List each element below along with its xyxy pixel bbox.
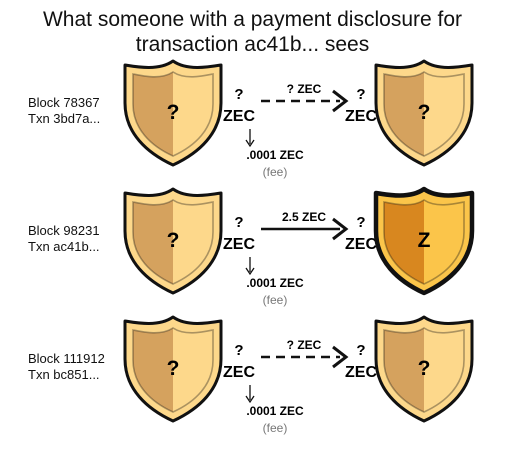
- row-graphic: ?? ZEC 2.5 ZEC? ZEC Z .0001 ZEC (fee): [123, 186, 475, 307]
- row-graphic: ?? ZEC ? ZEC? ZEC? .0001 ZEC (fee): [123, 315, 474, 435]
- dest-amount-unit: ZEC: [345, 236, 377, 253]
- fee-label: (fee): [263, 421, 288, 435]
- shield-inner-border: [383, 71, 465, 157]
- shield-left-half: [384, 72, 424, 156]
- dest-amount-unit: ZEC: [345, 364, 377, 381]
- transfer-amount-label: ? ZEC: [287, 82, 322, 96]
- diagram-title-line-2: transaction ac41b... sees: [135, 33, 370, 56]
- txn-id: Txn 3bd7a...: [28, 111, 101, 126]
- source-amount-unit: ZEC: [223, 236, 255, 253]
- source-amount-unknown: ?: [234, 214, 243, 231]
- shield-symbol: ?: [167, 229, 180, 252]
- txn-id: Txn bc851...: [28, 367, 100, 382]
- row-graphic-group: ?? ZEC 2.5 ZEC? ZEC Z .0001 ZEC (fee): [123, 186, 475, 307]
- dest-amount-unit: ZEC: [345, 108, 377, 125]
- shield-inner-border: [132, 327, 214, 413]
- shield-inner-border: [383, 199, 465, 285]
- transfer-arrow-head: [332, 345, 349, 369]
- source-shield-icon: ?: [123, 187, 223, 295]
- source-amount-unit: ZEC: [223, 364, 255, 381]
- dest-shield-icon: ?: [374, 315, 474, 423]
- fee-amount: .0001 ZEC: [246, 276, 304, 290]
- dest-amount-unknown: ?: [356, 342, 365, 359]
- shield-inner-border: [383, 327, 465, 413]
- block-number: Block 111912: [28, 351, 105, 366]
- source-shield-icon: ?: [123, 315, 223, 423]
- shield-left-half: [384, 200, 424, 284]
- fee-amount: .0001 ZEC: [246, 404, 304, 418]
- row-graphic-group: ?? ZEC ? ZEC? ZEC? .0001 ZEC (fee): [123, 59, 474, 179]
- transfer-arrow-head: [332, 217, 349, 241]
- shield-inner-border: [132, 199, 214, 285]
- fee-label: (fee): [263, 293, 288, 307]
- txn-id: Txn ac41b...: [28, 239, 100, 254]
- shield-left-half: [133, 328, 173, 412]
- shield-symbol: ?: [418, 357, 431, 380]
- diagram-title-line-1: What someone with a payment disclosure f…: [42, 8, 463, 31]
- dest-amount-unknown: ?: [356, 214, 365, 231]
- source-amount-unit: ZEC: [223, 108, 255, 125]
- transfer-arrow-head: [332, 89, 349, 113]
- block-number: Block 98231: [28, 223, 100, 238]
- source-shield-icon: ?: [123, 59, 223, 167]
- dest-amount-unknown: ?: [356, 86, 365, 103]
- fee-label: (fee): [263, 165, 288, 179]
- shield-symbol: ?: [418, 101, 431, 124]
- shield-left-half: [384, 328, 424, 412]
- shield-symbol: Z: [418, 229, 431, 252]
- source-amount-unknown: ?: [234, 86, 243, 103]
- fee-arrow-head: [245, 139, 255, 148]
- shield-symbol: ?: [167, 101, 180, 124]
- fee-amount: .0001 ZEC: [246, 148, 304, 162]
- transfer-amount-label: 2.5 ZEC: [282, 210, 326, 224]
- row-graphic-group: ?? ZEC ? ZEC? ZEC? .0001 ZEC (fee): [123, 315, 474, 435]
- row-graphic: ?? ZEC ? ZEC? ZEC? .0001 ZEC (fee): [123, 59, 474, 179]
- fee-arrow-head: [245, 267, 255, 276]
- fee-arrow-head: [245, 395, 255, 404]
- dest-shield-revealed-icon: Z: [373, 186, 475, 296]
- transfer-amount-label: ? ZEC: [287, 338, 322, 352]
- source-amount-unknown: ?: [234, 342, 243, 359]
- shield-left-half: [133, 72, 173, 156]
- shield-inner-border: [132, 71, 214, 157]
- block-number: Block 78367: [28, 95, 100, 110]
- shield-symbol: ?: [167, 357, 180, 380]
- dest-shield-icon: ?: [374, 59, 474, 167]
- shield-left-half: [133, 200, 173, 284]
